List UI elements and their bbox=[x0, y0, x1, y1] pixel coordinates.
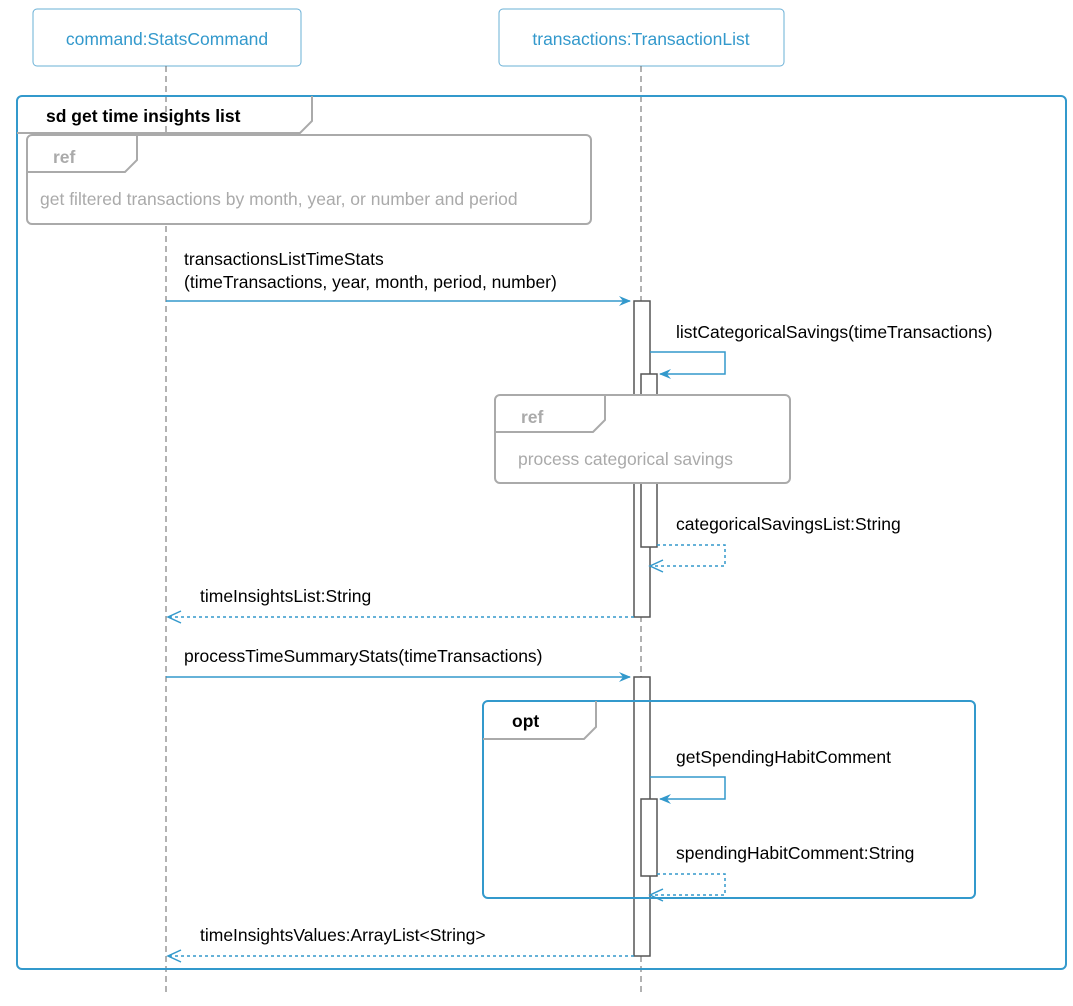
sd-frame: sd get time insights list bbox=[16, 95, 1067, 970]
return-time-insights-list: timeInsightsList:String bbox=[166, 586, 634, 624]
ref-frame-filter: ref get filtered transactions by month, … bbox=[26, 134, 592, 225]
return-4-label: timeInsightsList:String bbox=[200, 586, 371, 606]
message-get-spending-habit-comment: getSpendingHabitComment bbox=[650, 747, 891, 804]
ref-frame-filter-tag: ref bbox=[53, 147, 76, 167]
return-spending-habit-comment: spendingHabitComment:String bbox=[648, 843, 914, 902]
return-8-label: timeInsightsValues:ArrayList<String> bbox=[200, 925, 486, 945]
message-process-time-summary-stats: processTimeSummaryStats(timeTransactions… bbox=[166, 646, 631, 682]
participant-command[interactable]: command:StatsCommand bbox=[32, 8, 302, 67]
message-6-label: getSpendingHabitComment bbox=[676, 747, 891, 767]
return-7-label: spendingHabitComment:String bbox=[676, 843, 914, 863]
opt-frame: opt bbox=[482, 700, 976, 899]
message-list-categorical-savings: listCategoricalSavings(timeTransactions) bbox=[650, 322, 992, 379]
return-time-insights-values: timeInsightsValues:ArrayList<String> bbox=[166, 925, 634, 963]
ref-frame-filter-text: get filtered transactions by month, year… bbox=[40, 189, 518, 209]
participant-command-label: command:StatsCommand bbox=[66, 29, 268, 49]
activation-transactions-nested-2 bbox=[640, 798, 658, 877]
participant-transactions[interactable]: transactions:TransactionList bbox=[498, 8, 785, 67]
ref-frame-categorical-tag: ref bbox=[521, 407, 544, 427]
message-1-line2: (timeTransactions, year, month, period, … bbox=[184, 272, 557, 292]
message-transactions-list-time-stats: transactionsListTimeStats (timeTransacti… bbox=[166, 249, 631, 306]
message-1-line1: transactionsListTimeStats bbox=[184, 249, 384, 269]
return-categorical-savings-list: categoricalSavingsList:String bbox=[648, 514, 901, 573]
message-2-label: listCategoricalSavings(timeTransactions) bbox=[676, 322, 992, 342]
message-5-label: processTimeSummaryStats(timeTransactions… bbox=[184, 646, 543, 666]
opt-frame-title: opt bbox=[512, 711, 539, 731]
participant-transactions-label: transactions:TransactionList bbox=[532, 29, 749, 49]
return-3-label: categoricalSavingsList:String bbox=[676, 514, 901, 534]
ref-frame-categorical-text: process categorical savings bbox=[518, 449, 733, 469]
sd-frame-title: sd get time insights list bbox=[46, 106, 241, 126]
ref-frame-categorical: ref process categorical savings bbox=[494, 394, 791, 484]
